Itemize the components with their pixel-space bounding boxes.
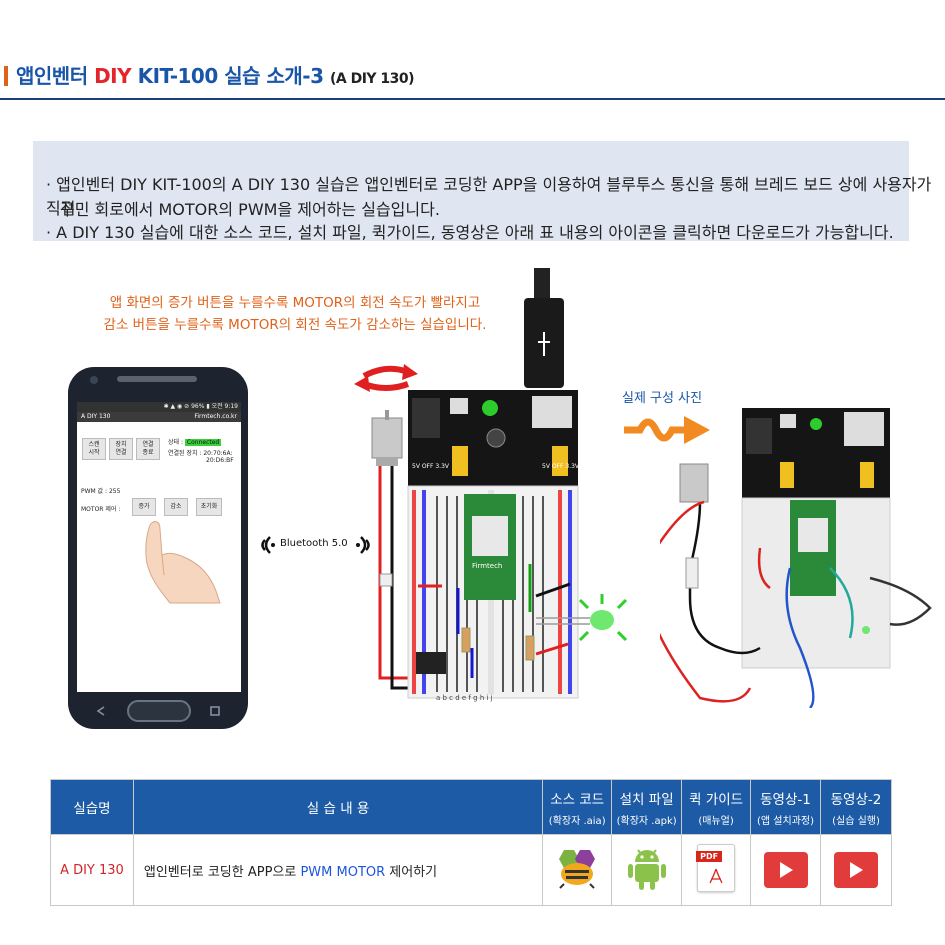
increase-button[interactable]: 증가 [132, 498, 156, 516]
motor-control-label: MOTOR 제어 : [81, 506, 121, 513]
scan-start-button[interactable]: 스캔 시작 [82, 438, 106, 460]
header-divider [0, 98, 945, 100]
hand-pointer-illustration [145, 521, 221, 604]
squiggle-arrow-icon [624, 416, 710, 444]
col-header-install: 설치 파일(확장자 .apk) [611, 779, 683, 835]
col-header-quickguide: 퀵 가이드(매뉴얼) [681, 779, 752, 835]
svg-text:Firmtech: Firmtech [472, 562, 502, 570]
status-label: 상태 : [168, 439, 183, 446]
info-line-3: · A DIY 130 실습에 대한 소스 코드, 설치 파일, 퀵가이드, 동… [46, 223, 894, 242]
quick-guide-cell: PDF [681, 834, 752, 906]
signal-left-icon [261, 536, 275, 554]
status-badge: Connected [184, 439, 222, 446]
title-prefix: 앱인벤터 [16, 64, 95, 88]
pdf-tag: PDF [696, 851, 723, 862]
col-header-content: 실 습 내 용 [132, 779, 544, 835]
info-line-1: · 앱인벤터 DIY KIT-100의 A DIY 130 실습은 앱인벤터로 … [46, 175, 932, 218]
col-header-name: 실습명 [50, 779, 134, 835]
recent-apps-icon [210, 706, 220, 716]
page-title: 앱인벤터 DIY KIT-100 실습 소개-3 (A DIY 130) [16, 60, 415, 89]
video2-cell [819, 834, 893, 906]
real-photo-label: 실제 구성 사진 [622, 391, 703, 406]
table-header-row: 실습명 실 습 내 용 소스 코드(확장자 .aia) 설치 파일(확장자 .a… [50, 779, 893, 835]
description-line-2: 감소 버튼을 누를수록 MOTOR의 회전 속도가 감소하는 실습입니다. [103, 317, 487, 333]
signal-right-icon [356, 536, 370, 554]
pdf-icon[interactable]: PDF [696, 844, 736, 892]
disconnect-button[interactable]: 연결 종료 [136, 438, 160, 460]
row-content: 앱인벤터로 코딩한 APP으로 PWM MOTOR 제어하기 [132, 834, 544, 906]
source-code-cell [542, 834, 613, 906]
phone-speaker [117, 376, 197, 382]
video1-cell [750, 834, 821, 906]
app-inventor-bee-icon[interactable] [552, 846, 602, 890]
app-titlebar: A DIY 130 Firmtech.co.kr [77, 412, 241, 422]
col-header-video1: 동영상-1(앱 설치과정) [750, 779, 821, 835]
phone-statusbar: ✱ ▲ ◉ ⊘ 96% ▮ 오전 9:19 [77, 402, 241, 412]
app-title: A DIY 130 [81, 413, 111, 420]
info-line-2: 꾸민 회로에서 MOTOR의 PWM을 제어하는 실습입니다. [60, 200, 440, 219]
device-label: 연결된 장치 : 20:70:6A: [168, 450, 233, 457]
col-header-video2: 동영상-2(실습 실행) [819, 779, 893, 835]
col-header-source: 소스 코드(확장자 .aia) [542, 779, 613, 835]
reset-button[interactable]: 초기화 [196, 498, 222, 516]
description-line-1: 앱 화면의 증가 버튼을 누를수록 MOTOR의 회전 속도가 빨라지고 [109, 295, 481, 311]
play-icon[interactable] [763, 852, 808, 888]
title-suffix: KIT-100 실습 소개-3 [131, 64, 324, 88]
dc-motor [371, 410, 403, 466]
play-icon[interactable] [833, 852, 878, 888]
svg-text:a b c d e f g h i j: a b c d e f g h i j [436, 694, 493, 702]
svg-text:5V OFF 3.3V: 5V OFF 3.3V [542, 463, 580, 470]
device-address: 20:D6:BF [206, 457, 234, 464]
row-name: A DIY 130 [50, 834, 134, 906]
decrease-button[interactable]: 감소 [164, 498, 188, 516]
phone-home-button [127, 700, 191, 722]
breadboard-diagram: 5V OFF 3.3V 5V OFF 3.3V Firmtech a b c d… [354, 268, 628, 702]
title-accent-bar [4, 66, 8, 86]
bluetooth-label: Bluetooth 5.0 [280, 538, 348, 549]
table-row: A DIY 130 앱인벤터로 코딩한 APP으로 PWM MOTOR 제어하기 [50, 834, 893, 906]
real-circuit-photo [660, 408, 932, 708]
android-icon[interactable] [625, 844, 669, 892]
app-brand: Firmtech.co.kr [194, 413, 237, 420]
install-file-cell [611, 834, 683, 906]
title-subtitle: (A DIY 130) [329, 71, 415, 87]
pdf-acrobat-icon [709, 868, 723, 884]
status-row: 상태 : Connected [168, 437, 222, 446]
led-icon [536, 594, 628, 642]
downloads-table: 실습명 실 습 내 용 소스 코드(확장자 .aia) 설치 파일(확장자 .a… [50, 779, 893, 906]
back-icon [96, 706, 105, 716]
rotation-arrow-icon [354, 364, 418, 392]
svg-text:5V OFF 3.3V: 5V OFF 3.3V [412, 463, 450, 470]
device-connect-button[interactable]: 장치 연결 [109, 438, 133, 460]
info-box [33, 141, 909, 241]
pwm-value-label: PWM 값 : 255 [81, 488, 121, 495]
title-diy: DIY [94, 64, 132, 88]
phone-camera [90, 376, 98, 384]
experiment-description: 앱 화면의 증가 버튼을 누를수록 MOTOR의 회전 속도가 빨라지고 감소 … [60, 292, 530, 336]
